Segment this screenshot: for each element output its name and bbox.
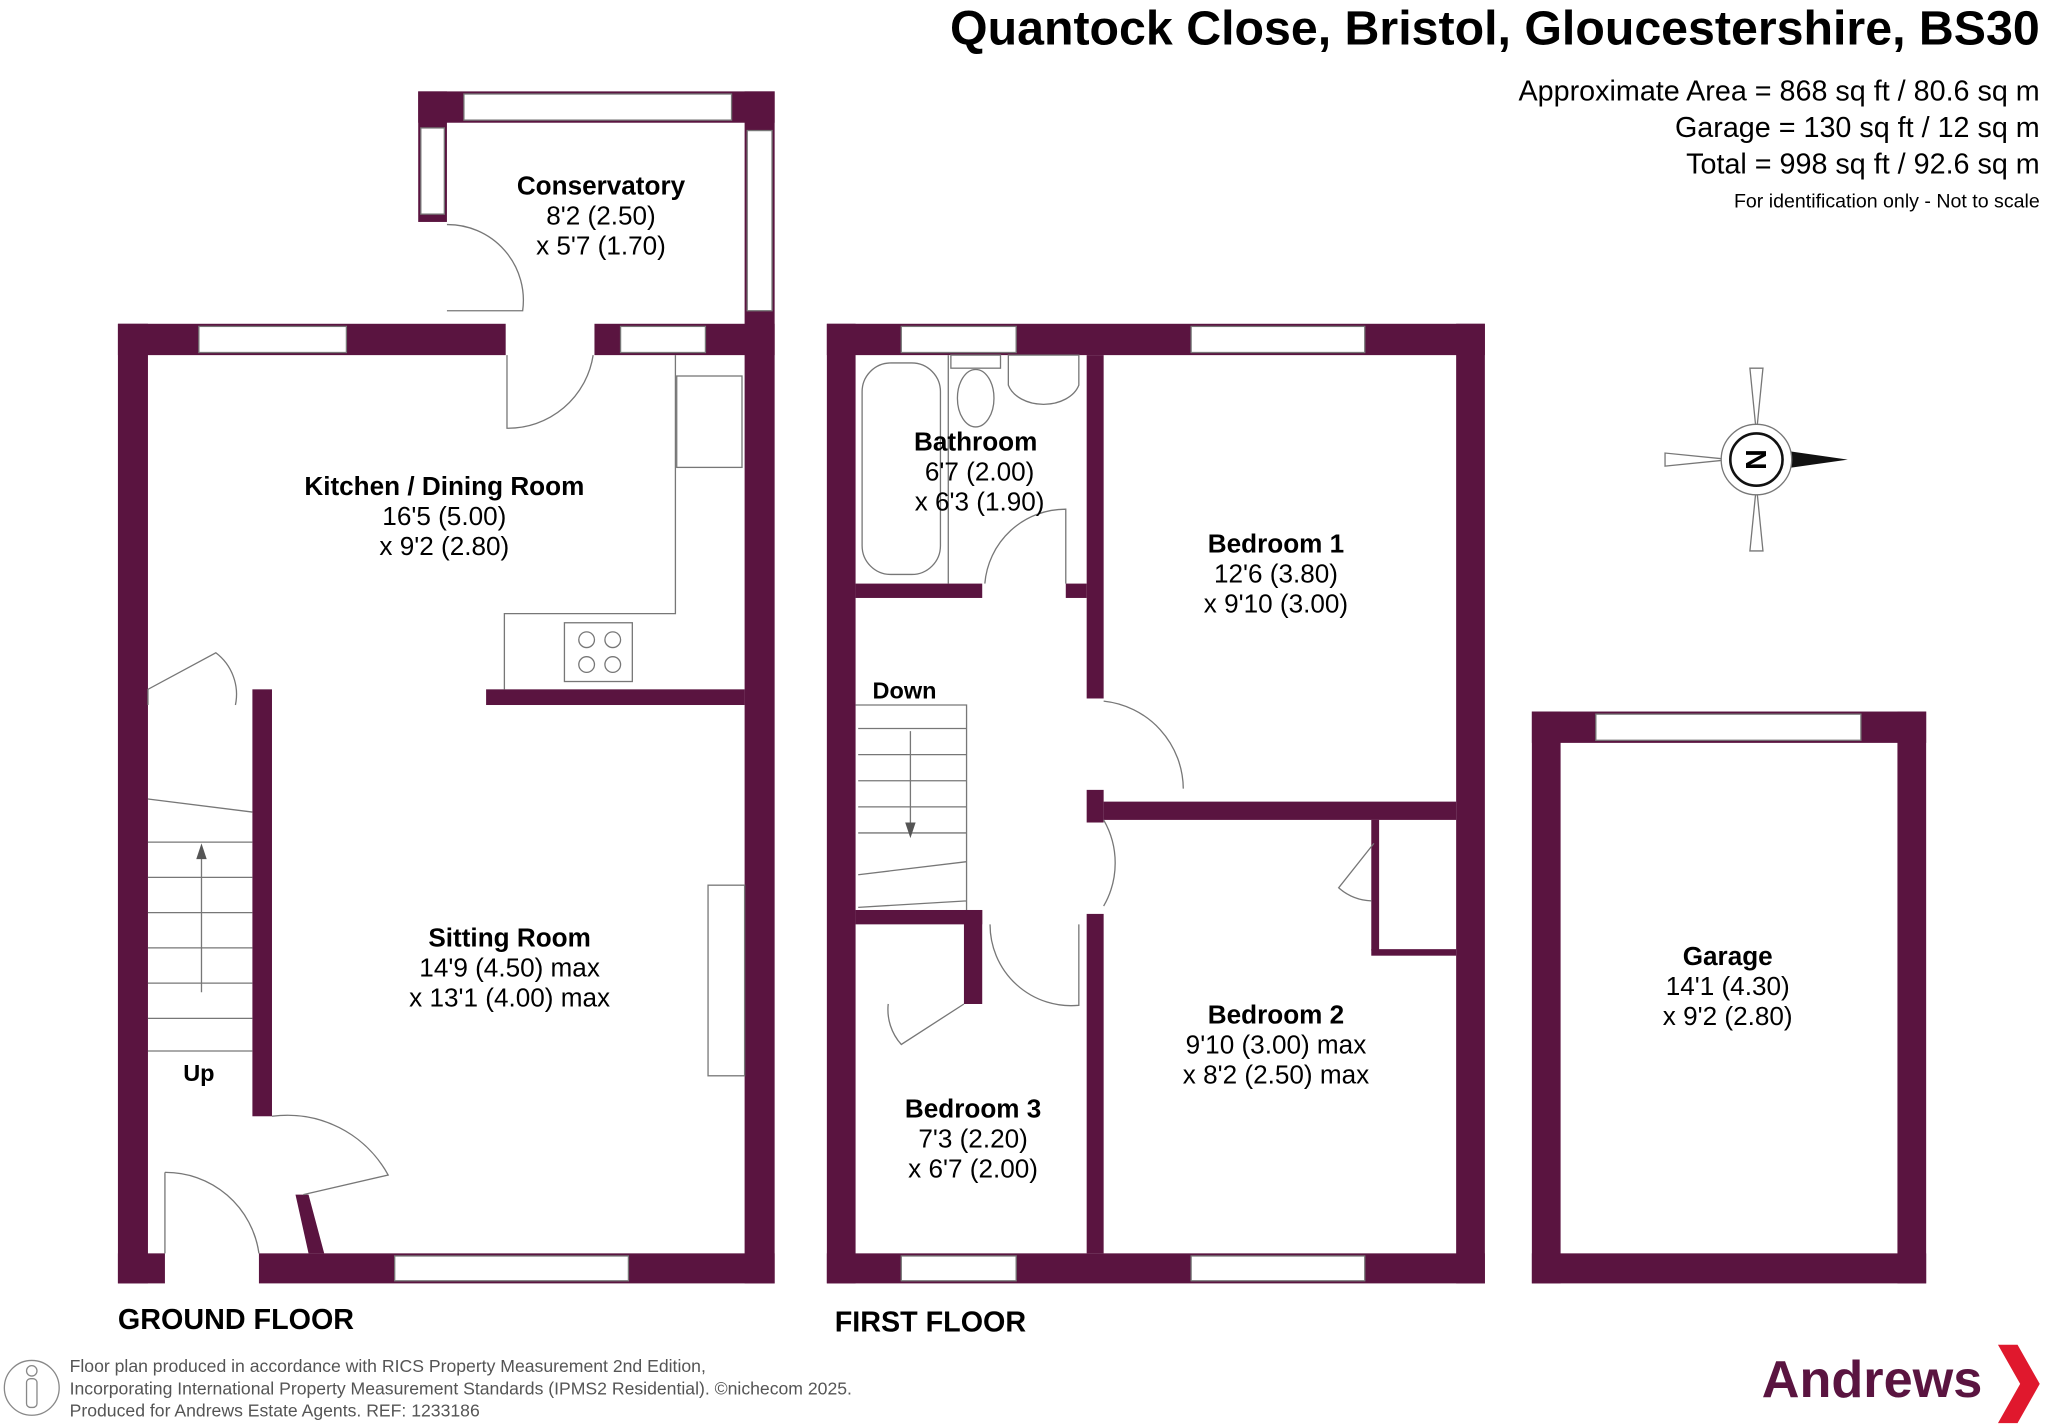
room-dimension: x 9'2 (2.80) [1663,1001,1793,1031]
area-garage: Garage = 130 sq ft / 12 sq m [1675,112,2040,144]
room-dimension: 12'6 (3.80) [1214,558,1338,588]
stairs-up-label: Up [183,1060,214,1086]
first-floor-label: FIRST FLOOR [835,1307,1027,1339]
room-name: Conservatory [517,171,686,201]
room-dimension: x 9'10 (3.00) [1204,588,1348,618]
room-name: Bathroom [914,426,1037,456]
compass-north-label: N [1739,449,1771,470]
room-dimension: x 6'7 (2.00) [908,1154,1038,1184]
room-dimension: 8'2 (2.50) [546,201,656,231]
ground-floor-plan: Up Conservatory 8'2 (2.50) x 5'7 (1.70) … [117,91,775,1336]
room-dimension: x 6'3 (1.90) [915,486,1045,516]
property-title: Quantock Close, Bristol, Gloucestershire… [950,1,2040,55]
room-name: Bedroom 2 [1208,1000,1344,1030]
room-dimension: 6'7 (2.00) [925,456,1035,486]
first-floor-plan: Down Bathroom 6'7 (2.00) x 6'3 (1.90) Be… [826,323,1485,1339]
area-approx: Approximate Area = 868 sq ft / 80.6 sq m [1519,76,2040,108]
room-dimension: x 13'1 (4.00) max [409,983,610,1013]
room-dimension: 14'9 (4.50) max [419,953,600,983]
disclaimer: For identification only - Not to scale [1734,191,2040,213]
room-name: Bedroom 3 [905,1094,1041,1124]
room-dimension: 16'5 (5.00) [382,501,506,531]
footer-line-2: Incorporating International Property Mea… [70,1378,852,1398]
stairs-first [855,704,968,910]
footer: Floor plan produced in accordance with R… [3,1344,2040,1424]
room-name: Kitchen / Dining Room [304,471,584,501]
compass-icon: N [1664,367,1848,552]
footer-line-1: Floor plan produced in accordance with R… [70,1356,706,1376]
footer-line-3: Produced for Andrews Estate Agents. REF:… [70,1401,480,1421]
room-dimension: 7'3 (2.20) [918,1124,1028,1154]
ground-floor-label: GROUND FLOOR [118,1304,354,1336]
brand-chevron-icon [1997,1344,2040,1424]
stairs-down-label: Down [873,677,937,703]
room-dimension: x 9'2 (2.80) [379,531,509,561]
room-dimension: 9'10 (3.00) max [1186,1030,1367,1060]
room-name: Sitting Room [428,923,590,953]
area-total: Total = 998 sq ft / 92.6 sq m [1686,149,2040,181]
stairs-ground [147,798,253,1052]
room-dimension: x 8'2 (2.50) max [1183,1060,1369,1090]
brand-logo: Andrews [1762,1351,1983,1409]
room-dimension: x 5'7 (1.70) [536,231,666,261]
room-dimension: 14'1 (4.30) [1666,971,1790,1001]
person-icon [3,1359,60,1416]
room-name: Bedroom 1 [1208,528,1344,558]
room-name: Garage [1683,941,1773,971]
header: Quantock Close, Bristol, Gloucestershire… [950,1,2040,212]
garage-plan: Garage 14'1 (4.30) x 9'2 (2.80) [1531,711,1927,1284]
